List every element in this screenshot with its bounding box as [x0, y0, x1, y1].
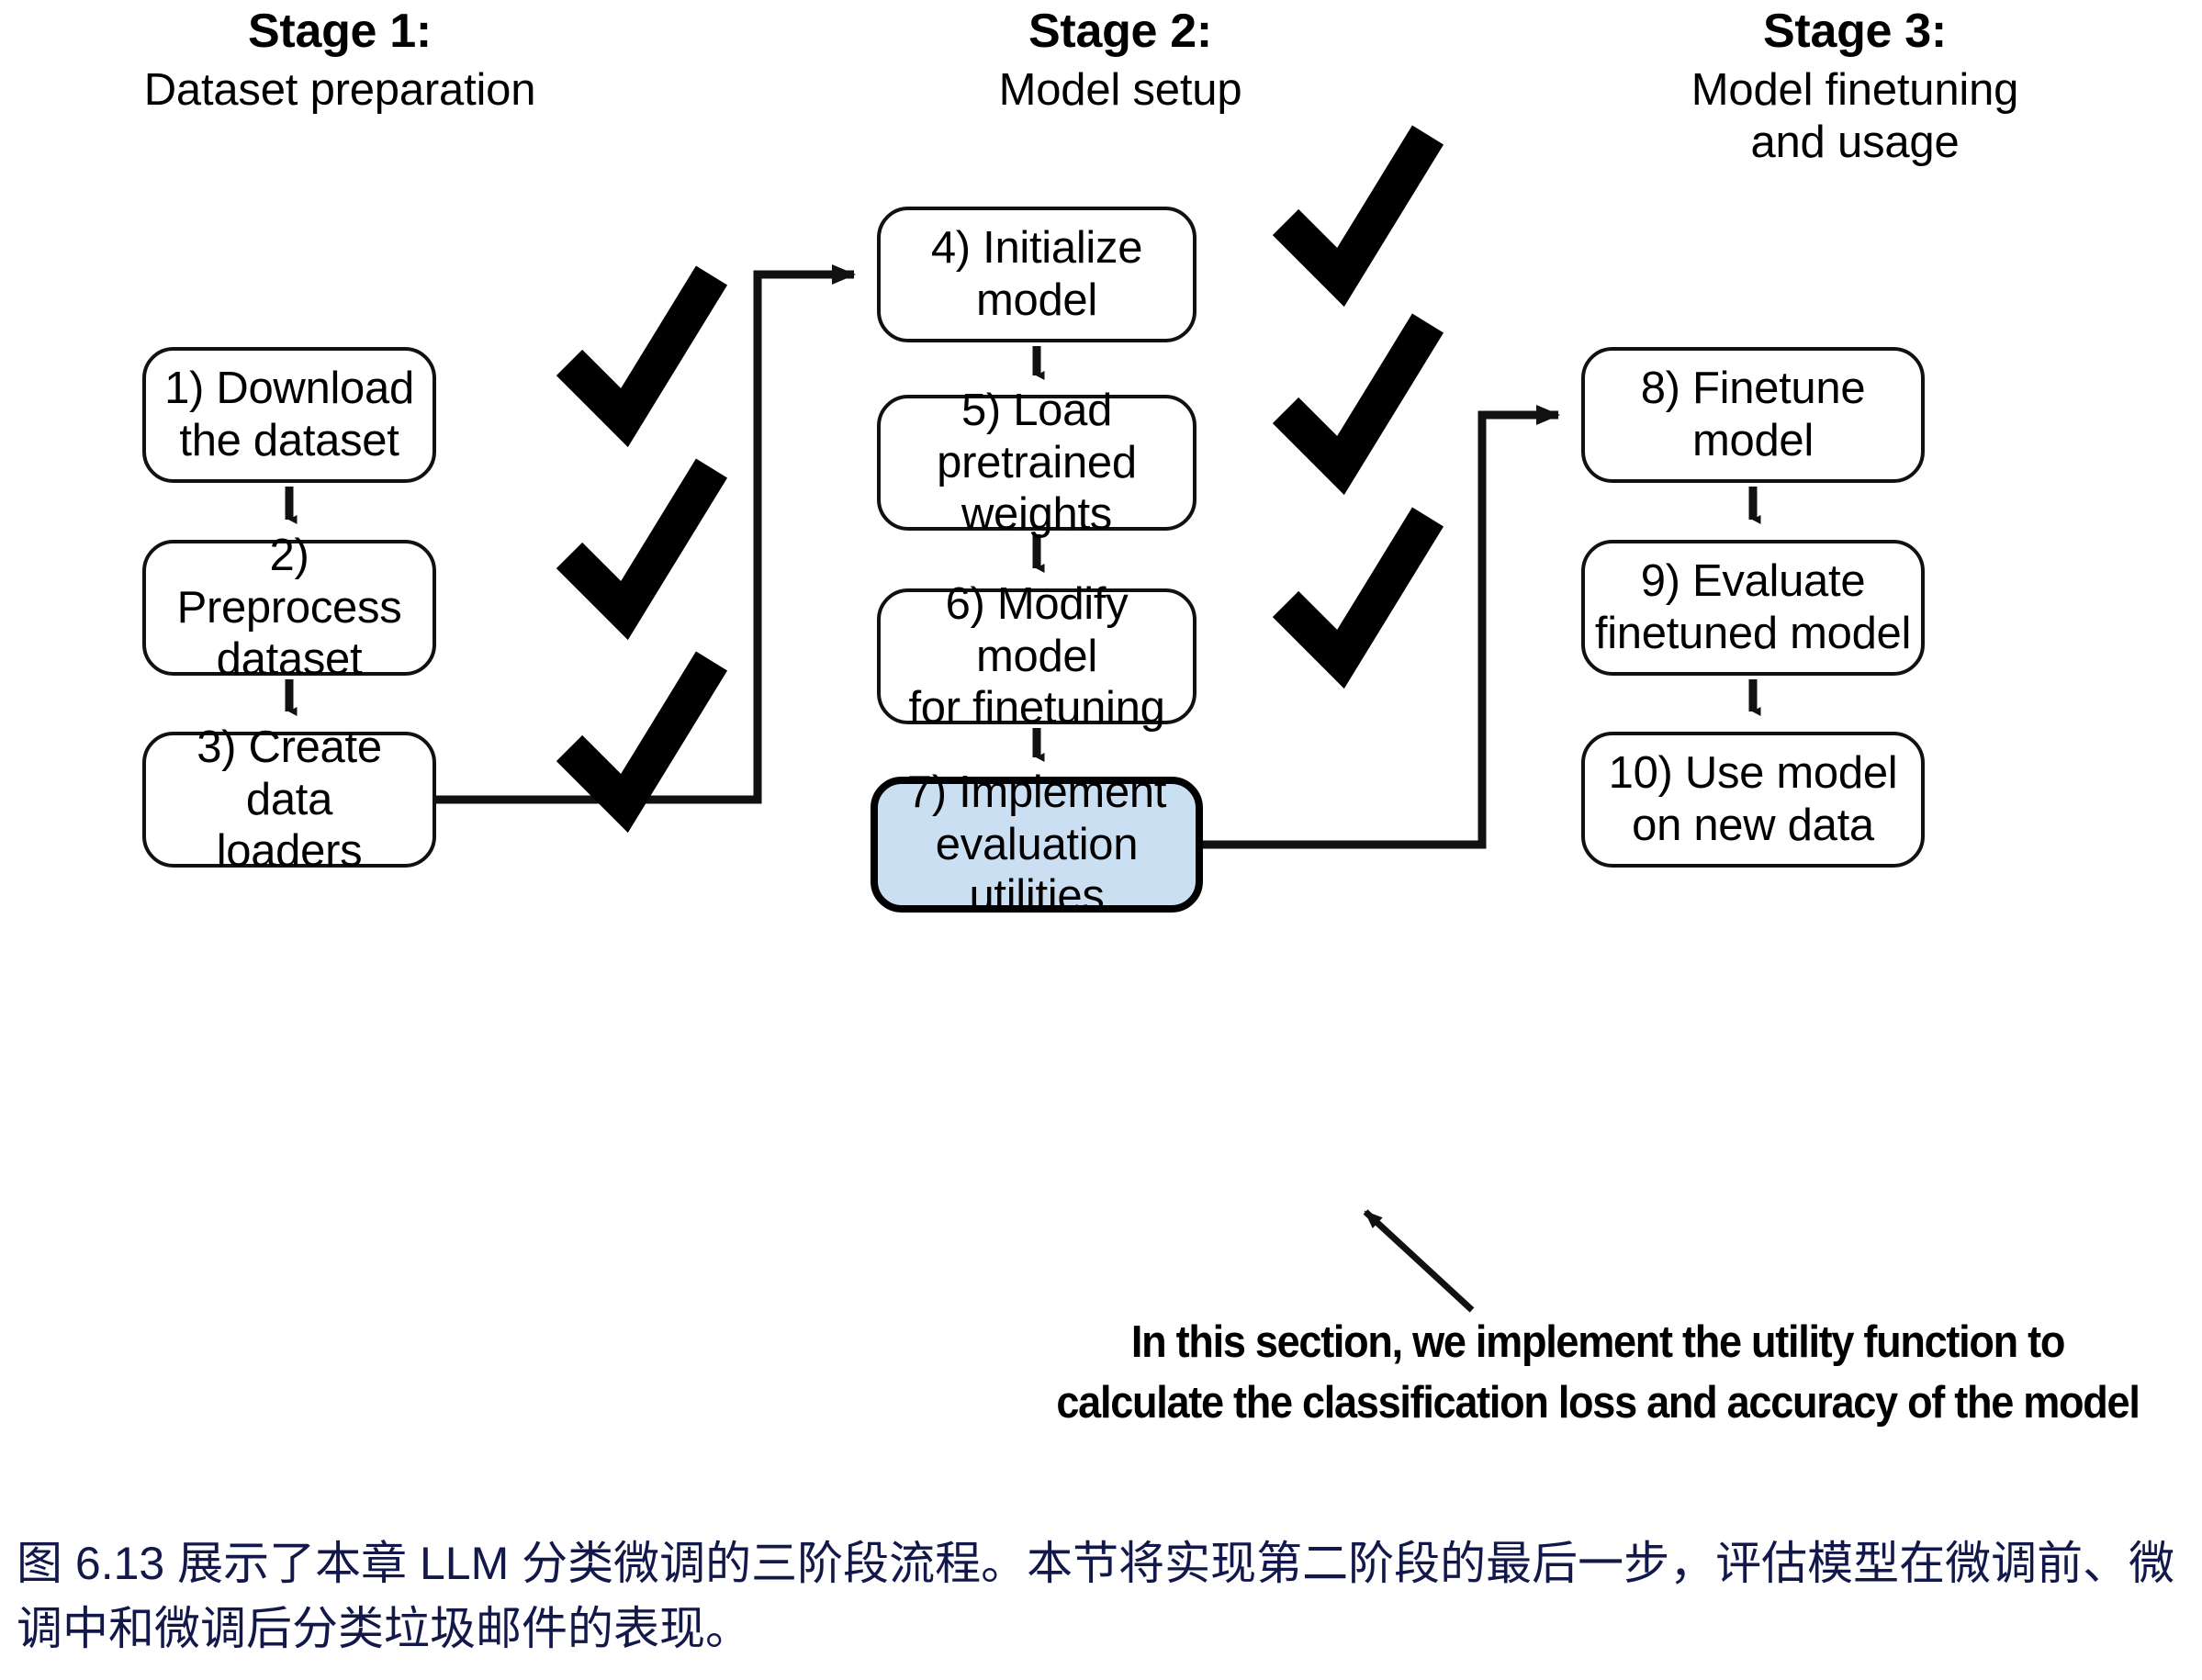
stage-header-1: Stage 1: Dataset preparation: [37, 4, 643, 117]
flow-step-6-modify-model-for-finetuning[interactable]: 6) Modify model for finetuning: [877, 579, 1196, 733]
flow-step-7-label: 7) Implement evaluation utilities: [906, 767, 1167, 922]
section-annotation-note: In this section, we implement the utilit…: [1049, 1313, 2147, 1433]
checkmark-icon-step-1: [556, 265, 728, 448]
flow-step-4-label: 4) Initialize model: [930, 223, 1143, 325]
connector-stage2-to-stage3: [1203, 405, 1560, 849]
stage-header-3: Stage 3: Model finetuning and usage: [1552, 4, 2158, 169]
section-annotation-line-2: calculate the classification loss and ac…: [1056, 1377, 2140, 1428]
stage-3-title: Stage 3:: [1763, 5, 1947, 58]
flow-step-3-create-data-loaders[interactable]: 3) Create data loaders: [142, 722, 436, 876]
flow-step-6-label: 6) Modify model for finetuning: [908, 578, 1165, 734]
checkmark-icon-step-4: [1272, 125, 1444, 308]
flow-step-5-load-pretrained-weights[interactable]: 5) Load pretrained weights: [877, 386, 1196, 539]
flow-step-4-initialize-model[interactable]: 4) Initialize model: [877, 207, 1196, 342]
stage-1-subtitle: Dataset preparation: [143, 65, 536, 116]
flow-step-5-label: 5) Load pretrained weights: [937, 385, 1137, 540]
checkmark-icon-step-3: [556, 651, 728, 834]
flow-step-1-label: 1) Download the dataset: [164, 364, 414, 465]
stage-header-2: Stage 2: Model setup: [845, 4, 1396, 117]
flow-step-8-label: 8) Finetune model: [1640, 364, 1866, 465]
checkmark-icon-step-5: [1272, 313, 1444, 496]
flow-step-9-evaluate-finetuned-model[interactable]: 9) Evaluate finetuned model: [1581, 540, 1925, 676]
flow-step-2-preprocess-dataset[interactable]: 2) Preprocess dataset: [142, 531, 436, 684]
flow-step-10-use-model-on-new-data[interactable]: 10) Use model on new data: [1581, 732, 1925, 868]
stage-2-title: Stage 2:: [1028, 5, 1212, 58]
flow-step-1-download-dataset[interactable]: 1) Download the dataset: [142, 347, 436, 483]
section-annotation-line-1: In this section, we implement the utilit…: [1130, 1317, 2065, 1367]
checkmark-icon-step-2: [556, 458, 728, 641]
flow-step-10-label: 10) Use model on new data: [1608, 748, 1898, 850]
flow-step-9-label: 9) Evaluate finetuned model: [1594, 556, 1912, 658]
stage-2-subtitle: Model setup: [998, 65, 1242, 116]
pointer-arrow-icon: [1363, 1209, 1475, 1313]
flow-step-8-finetune-model[interactable]: 8) Finetune model: [1581, 347, 1925, 483]
connector-stage1-to-stage2: [436, 264, 856, 804]
stage-3-subtitle: Model finetuning and usage: [1691, 65, 2019, 168]
checkmark-icon-step-6: [1272, 507, 1444, 689]
flow-step-2-label: 2) Preprocess dataset: [176, 530, 402, 685]
stage-1-title: Stage 1:: [248, 5, 432, 58]
flow-step-7-implement-evaluation-utilities[interactable]: 7) Implement evaluation utilities: [871, 767, 1203, 921]
figure-caption: 图 6.13 展示了本章 LLM 分类微调的三阶段流程。本节将实现第二阶段的最后…: [17, 1538, 2175, 1654]
flow-step-3-label: 3) Create data loaders: [197, 722, 382, 877]
